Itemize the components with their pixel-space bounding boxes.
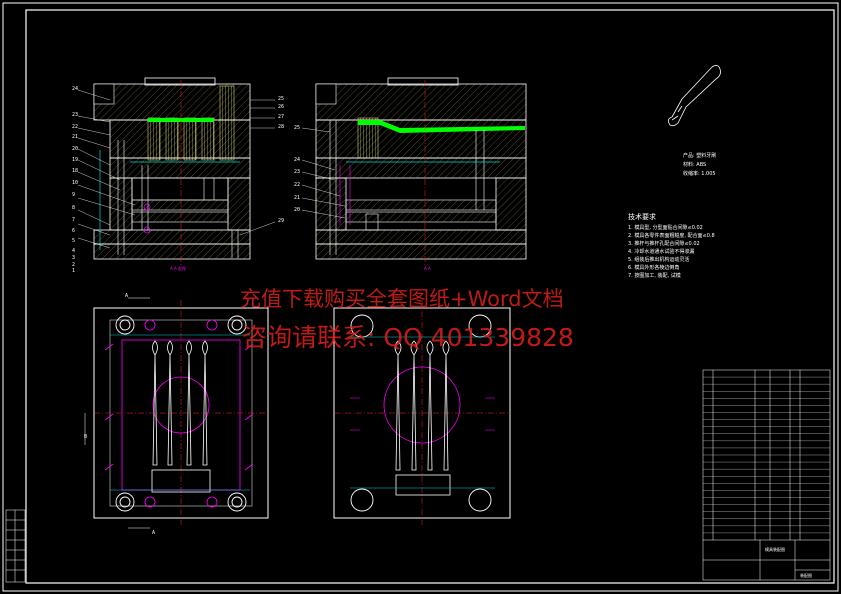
right-section-view xyxy=(301,77,527,265)
section-label-left: A-A 剖视 xyxy=(170,266,187,271)
part-info-line: 材料: ABS xyxy=(683,162,707,168)
product-sketch xyxy=(668,65,721,127)
callout-left: 8 xyxy=(72,205,76,211)
marker-a-top: A xyxy=(125,293,129,299)
callout-left: 18 xyxy=(72,168,79,174)
callout-left-right: 27 xyxy=(278,114,285,120)
callout-left: 24 xyxy=(72,86,79,92)
callout-left: 7 xyxy=(72,217,76,223)
binding-strip xyxy=(5,509,26,583)
callout-right: 25 xyxy=(294,125,301,131)
part-info-line: 收缩率: 1.005 xyxy=(683,171,716,177)
callout-left: 5 xyxy=(72,238,76,244)
callout-right: 20 xyxy=(294,207,301,213)
callout-left: 21 xyxy=(72,134,79,140)
callout-right: 21 xyxy=(294,195,301,201)
callout-left: 22 xyxy=(72,124,79,130)
left-section-view xyxy=(77,77,276,265)
callout-left: 4 xyxy=(72,248,76,254)
watermark-line-2: 咨询请联系: QQ 401339828 xyxy=(242,323,574,352)
callout-left: 23 xyxy=(72,112,79,118)
marker-b: B xyxy=(84,434,88,440)
tech-line: 7. 按图加工, 装配, 试模 xyxy=(628,273,681,279)
callout-right: 22 xyxy=(294,182,301,188)
callout-left: 19 xyxy=(72,157,79,163)
title-block-name: 模具装配图 xyxy=(765,547,785,552)
title-block-drawing-no: 装配图 xyxy=(800,573,812,578)
tech-line: 5. 组装后推出机构运动灵活 xyxy=(628,257,690,263)
part-info-line: 产品: 塑料牙刷 xyxy=(683,153,717,159)
callout-left-right: 25 xyxy=(278,96,285,102)
tech-line: 1. 模具型, 分型面贴合间隙≤0.02 xyxy=(628,225,703,231)
section-label-right: A-A xyxy=(424,266,431,271)
right-plan-view xyxy=(333,300,511,525)
callout-left-right: 26 xyxy=(278,104,285,110)
watermark-line-1: 充值下载购买全套图纸+Word文档 xyxy=(240,287,564,311)
callout-left: 10 xyxy=(72,180,79,186)
callout-left: 3 xyxy=(72,255,76,261)
left-plan-view xyxy=(84,297,269,529)
callout-left: 20 xyxy=(72,146,79,152)
callout-right: 23 xyxy=(294,169,301,175)
callout-left: 1 xyxy=(72,268,76,274)
bom-rows xyxy=(703,376,830,534)
sheet-border-inner xyxy=(25,9,835,584)
callout-left-right: 28 xyxy=(278,124,285,130)
callout-left: 6 xyxy=(72,228,76,234)
marker-a-bottom: A xyxy=(152,530,156,536)
callout-right: 24 xyxy=(294,157,301,163)
tech-line: 2. 模具各零件表面粗糙度, 配合面≤0.8 xyxy=(628,233,715,239)
callout-left: 2 xyxy=(72,262,76,268)
callout-left: 9 xyxy=(72,192,76,198)
callout-left-right: 29 xyxy=(278,218,285,224)
tech-line: 4. 冷却水道通水试验不得渗漏 xyxy=(628,249,695,255)
tech-title: 技术要求 xyxy=(628,213,656,221)
tech-line: 6. 模具外形各棱边倒角 xyxy=(628,265,680,271)
tech-line: 3. 推杆与推杆孔配合间隙≤0.02 xyxy=(628,241,700,247)
